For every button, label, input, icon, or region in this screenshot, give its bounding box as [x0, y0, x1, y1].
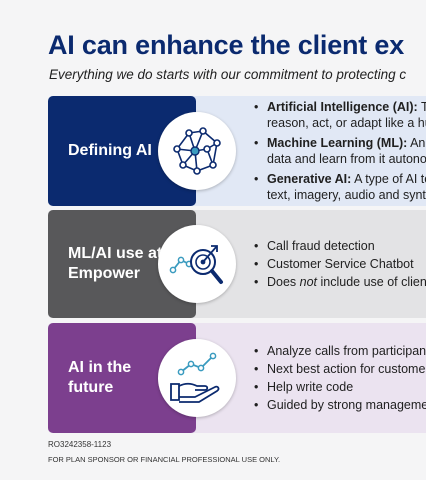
ml-ai-use-row: ML/AI use at Empower Call fraud detectio… [48, 210, 426, 318]
list-item: Machine Learning (ML): An adata and lear… [254, 135, 426, 167]
ai-future-row: AI in the future Analyze calls from part… [48, 323, 426, 433]
use-cases-list: Call fraud detection Customer Service Ch… [254, 210, 426, 318]
list-item: Call fraud detection [254, 238, 426, 254]
neural-network-icon [173, 127, 221, 175]
defining-ai-row: Defining AI [48, 96, 426, 206]
list-item: Artificial Intelligence (AI): Threason, … [254, 99, 426, 131]
tile-label: ML/AI use at Empower [68, 245, 163, 282]
icon-circle [158, 225, 236, 303]
magnifier-chart-icon [169, 245, 223, 284]
list-item: Help write code [254, 379, 426, 395]
ml-ai-use-tile: ML/AI use at Empower [48, 210, 196, 318]
hand-growth-icon [170, 352, 220, 403]
definitions-list: Artificial Intelligence (AI): Threason, … [254, 96, 426, 206]
list-item: Guided by strong managemen [254, 397, 426, 413]
list-item: Does not include use of client [254, 274, 426, 290]
page-title: AI can enhance the client ex [48, 30, 405, 60]
list-item: Next best action for customer [254, 361, 426, 377]
future-list: Analyze calls from participant Next best… [254, 323, 426, 433]
list-item: Customer Service Chatbot [254, 256, 426, 272]
tile-label: Defining AI [68, 142, 152, 159]
icon-circle [158, 339, 236, 417]
page-subtitle: Everything we do starts with our commitm… [49, 67, 407, 82]
icon-circle [158, 112, 236, 190]
list-item: Analyze calls from participant [254, 343, 426, 359]
disclaimer: FOR PLAN SPONSOR OR FINANCIAL PROFESSION… [48, 455, 281, 464]
tile-label: AI in the future [68, 359, 132, 396]
document-code: RO3242358-1123 [48, 440, 112, 449]
